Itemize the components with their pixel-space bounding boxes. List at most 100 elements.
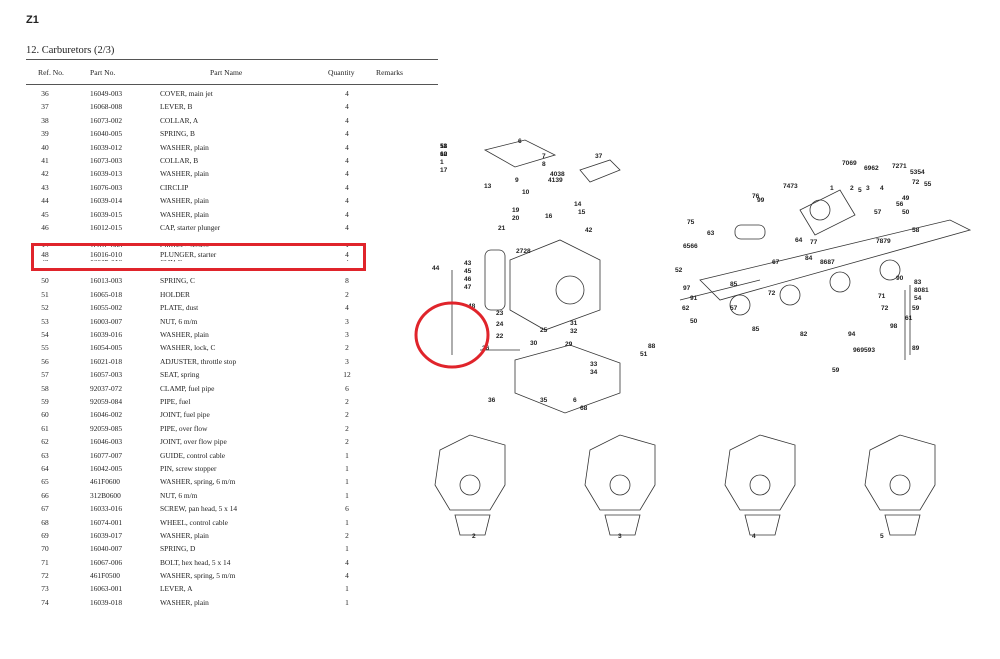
carb-assembly-bore-3 xyxy=(609,474,631,496)
cell-name: SEAT, spring xyxy=(160,370,200,380)
callout-label: 58 xyxy=(440,143,448,150)
callout-label: 62 xyxy=(682,305,690,312)
cell-part: 16046-003 xyxy=(90,437,123,447)
highlight-box-row-48 xyxy=(31,243,366,271)
callout-label: 8687 xyxy=(820,259,835,266)
cell-qty: 4 xyxy=(345,129,349,139)
callout-label: 4139 xyxy=(548,177,563,184)
cell-name: LEVER, B xyxy=(160,102,193,112)
cell-ref: 61 xyxy=(41,423,49,433)
cell-qty: 4 xyxy=(345,303,349,313)
cell-part: 16039-013 xyxy=(90,169,123,179)
callout-label: 10 xyxy=(522,189,530,196)
rule-top xyxy=(26,59,438,60)
callout-label: 6962 xyxy=(864,165,879,172)
cell-name: WASHER, spring, 5 m/m xyxy=(160,571,236,581)
cell-name: NUT, 6 m/m xyxy=(160,490,198,500)
header-remarks: Remarks xyxy=(376,68,403,77)
cell-part: 16039-015 xyxy=(90,209,123,219)
cell-qty: 1 xyxy=(345,463,349,473)
callout-label: 99 xyxy=(757,197,765,204)
cell-part: 16057-003 xyxy=(90,370,123,380)
cell-name: JOINT, over flow pipe xyxy=(160,437,227,447)
callout-label: 57 xyxy=(874,209,882,216)
callout-label: 11 xyxy=(440,143,447,150)
callout-label: 2 xyxy=(850,185,854,192)
cell-part: 312B0600 xyxy=(90,490,121,500)
carb-assembly-2 xyxy=(434,434,506,511)
callout-label: 98 xyxy=(890,323,898,330)
carb-assembly-bowl-3 xyxy=(604,514,641,536)
cell-name: CLAMP, fuel pipe xyxy=(160,383,215,393)
cell-qty: 1 xyxy=(345,544,349,554)
callout-label: 4038 xyxy=(550,171,565,178)
cell-ref: 39 xyxy=(41,129,49,139)
cell-part: 16074-001 xyxy=(90,517,123,527)
callout-label: 23 xyxy=(496,310,504,317)
callout-label: 59 xyxy=(912,305,920,312)
carb-number-label: 2 xyxy=(472,533,476,540)
cell-name: CAP, starter plunger xyxy=(160,222,221,232)
callout-label: 75 xyxy=(687,219,695,226)
callout-label: 58 xyxy=(912,227,920,234)
cell-qty: 1 xyxy=(345,597,349,607)
cell-ref: 41 xyxy=(41,155,49,165)
callout-label: 88 xyxy=(648,343,656,350)
carb-number-label: 3 xyxy=(618,533,622,540)
cell-ref: 50 xyxy=(41,276,49,286)
cell-qty: 12 xyxy=(343,370,351,380)
cell-part: 16073-002 xyxy=(90,115,123,125)
cell-qty: 2 xyxy=(345,530,349,540)
cell-qty: 4 xyxy=(345,209,349,219)
cell-qty: 4 xyxy=(345,89,349,98)
callout-label: 61 xyxy=(905,315,913,322)
callout-label: 50 xyxy=(690,318,698,325)
cell-qty: 4 xyxy=(345,102,349,112)
cell-ref: 43 xyxy=(41,182,49,192)
callout-label: 50 xyxy=(902,209,910,216)
piston-part xyxy=(484,249,506,311)
callout-label: 91 xyxy=(690,295,698,302)
cell-qty: 4 xyxy=(345,571,349,581)
cell-part: 16065-018 xyxy=(90,289,123,299)
callout-label: 36 xyxy=(488,397,496,404)
cell-qty: 4 xyxy=(345,155,349,165)
cell-ref: 72 xyxy=(41,571,49,581)
cell-part: 461F0500 xyxy=(90,571,120,581)
cell-ref: 57 xyxy=(41,370,49,380)
table-row: 57 16057-003 SEAT, spring 12 xyxy=(26,367,446,380)
cell-ref: 64 xyxy=(41,463,49,473)
cell-ref: 56 xyxy=(41,356,49,366)
cell-ref: 58 xyxy=(41,383,49,393)
header-name: Part Name xyxy=(210,68,243,77)
wheel-bracket-part xyxy=(799,189,856,236)
cell-part: 16003-007 xyxy=(90,316,123,326)
cell-name: SPRING, C xyxy=(160,276,195,286)
cell-ref: 63 xyxy=(41,450,49,460)
callout-label: 3 xyxy=(866,185,870,192)
callout-label: 64 xyxy=(795,237,803,244)
cell-name: COLLAR, B xyxy=(160,155,199,165)
carb-assembly-bowl-5 xyxy=(884,514,921,536)
callout-label: 82 xyxy=(800,331,808,338)
callout-label: 24 xyxy=(496,321,504,328)
cell-name: WASHER, plain xyxy=(160,196,209,206)
link-hole-part-3 xyxy=(829,271,851,293)
cell-ref: 51 xyxy=(41,289,49,299)
cell-part: 16046-002 xyxy=(90,410,123,420)
